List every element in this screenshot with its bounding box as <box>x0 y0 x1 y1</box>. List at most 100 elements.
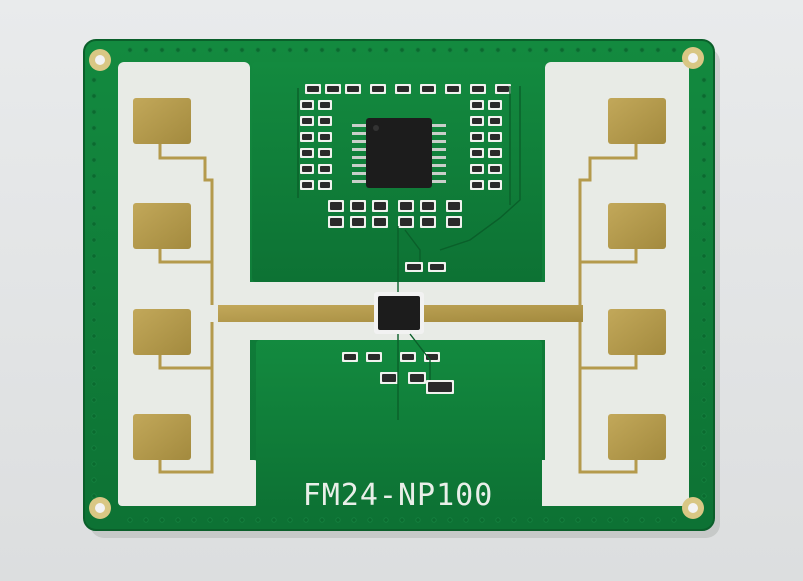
via <box>399 517 405 523</box>
via <box>91 413 97 419</box>
via <box>127 47 133 53</box>
chip-pin <box>352 164 366 167</box>
smd-component <box>318 100 332 110</box>
via <box>701 189 707 195</box>
smd-component <box>350 216 366 228</box>
chip-pin <box>432 180 446 183</box>
via <box>191 47 197 53</box>
via <box>91 493 97 499</box>
smd-component <box>328 200 344 212</box>
via <box>91 397 97 403</box>
smd-component <box>300 132 314 142</box>
via <box>255 47 261 53</box>
smd-component <box>370 84 386 94</box>
chip-pin <box>432 164 446 167</box>
via <box>319 47 325 53</box>
via <box>399 47 405 53</box>
via <box>271 47 277 53</box>
main-processor-chip <box>366 118 432 188</box>
smd-component <box>470 116 484 126</box>
via <box>191 517 197 523</box>
via <box>511 517 517 523</box>
smd-component <box>372 200 388 212</box>
via <box>701 77 707 83</box>
via <box>591 517 597 523</box>
via <box>127 517 133 523</box>
via <box>91 93 97 99</box>
left-patch-antennas <box>133 98 191 460</box>
via <box>463 517 469 523</box>
via <box>655 47 661 53</box>
via <box>303 47 309 53</box>
via <box>431 47 437 53</box>
smd-component <box>400 352 416 362</box>
chip-pin <box>352 124 366 127</box>
via <box>91 333 97 339</box>
via <box>175 517 181 523</box>
smd-component <box>446 216 462 228</box>
smd-component <box>426 380 454 394</box>
via <box>287 47 293 53</box>
via <box>91 381 97 387</box>
smd-component <box>428 262 446 272</box>
via <box>207 47 213 53</box>
smd-component <box>318 164 332 174</box>
chip-pin <box>352 132 366 135</box>
via <box>701 269 707 275</box>
via <box>701 109 707 115</box>
passive-components <box>300 84 511 394</box>
via <box>495 47 501 53</box>
via <box>91 189 97 195</box>
via <box>671 517 677 523</box>
via <box>91 429 97 435</box>
rf-transceiver-chip <box>378 296 420 330</box>
via <box>91 301 97 307</box>
smd-component <box>300 100 314 110</box>
via <box>591 47 597 53</box>
via <box>143 47 149 53</box>
via <box>415 517 421 523</box>
via <box>383 47 389 53</box>
smd-component <box>398 200 414 212</box>
smd-component <box>318 132 332 142</box>
via <box>287 517 293 523</box>
smd-component <box>395 84 411 94</box>
smd-component <box>488 164 502 174</box>
patch-antenna <box>608 414 666 460</box>
left-substrate-extension <box>118 460 258 506</box>
via <box>701 397 707 403</box>
bottom-ground-plane <box>256 340 542 510</box>
smd-component <box>445 84 461 94</box>
via <box>91 445 97 451</box>
via <box>335 517 341 523</box>
smd-component <box>325 84 341 94</box>
smd-component <box>424 352 440 362</box>
smd-component <box>470 84 486 94</box>
via <box>91 269 97 275</box>
via <box>701 141 707 147</box>
via <box>91 285 97 291</box>
via <box>91 237 97 243</box>
via <box>207 517 213 523</box>
via <box>91 157 97 163</box>
via <box>447 517 453 523</box>
via <box>495 517 501 523</box>
via <box>527 47 533 53</box>
right-patch-antennas <box>608 98 666 460</box>
chip-pin <box>352 156 366 159</box>
via <box>91 109 97 115</box>
patch-antenna <box>608 203 666 249</box>
via <box>623 517 629 523</box>
smd-component <box>350 200 366 212</box>
via <box>91 461 97 467</box>
via <box>91 77 97 83</box>
via <box>671 47 677 53</box>
via <box>479 47 485 53</box>
smd-component <box>408 372 426 384</box>
via <box>701 237 707 243</box>
via <box>701 461 707 467</box>
smd-component <box>488 180 502 190</box>
via <box>701 173 707 179</box>
smd-component <box>342 352 358 362</box>
via <box>701 285 707 291</box>
